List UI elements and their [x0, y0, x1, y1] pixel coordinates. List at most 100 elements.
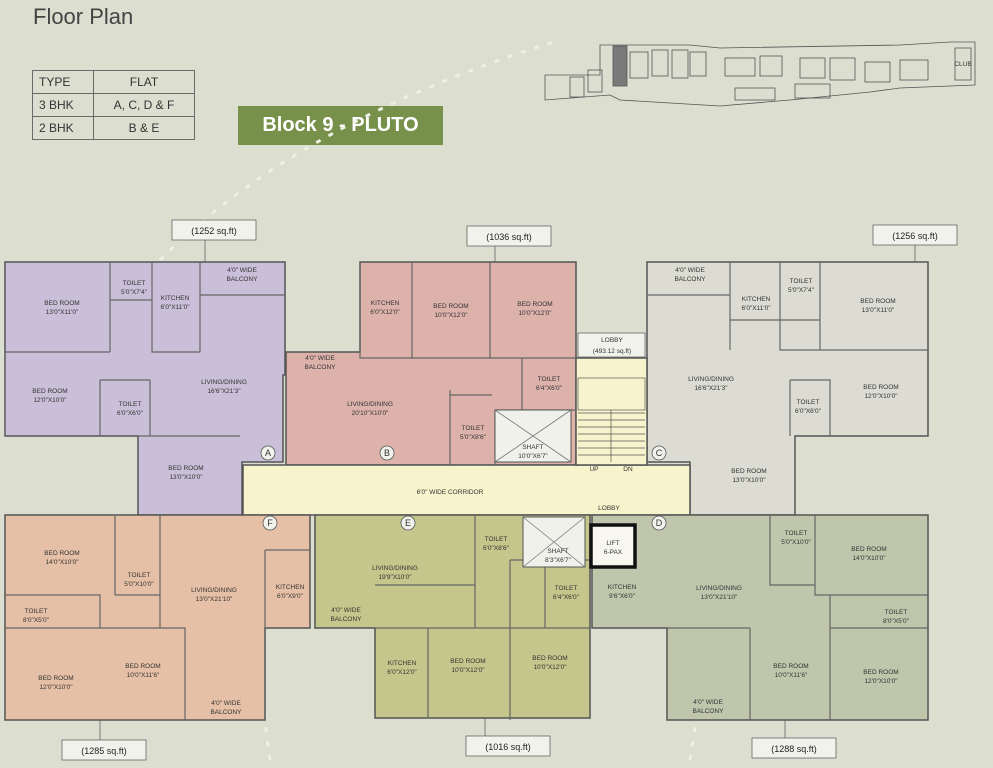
room-labels: BED ROOM 13'0"X11'0" TOILET 5'0"X7'4" KI…	[23, 267, 910, 716]
room-name: BED ROOM	[125, 663, 160, 670]
room-size: 13'0"X10'0"	[169, 474, 203, 481]
room-name: KITCHEN	[742, 296, 771, 303]
room-name: TOILET	[538, 376, 561, 383]
room-size: 10'0"X11'6"	[775, 672, 808, 679]
room-size: 5'0"X7'4"	[788, 287, 815, 294]
stair-up-label: UP	[589, 466, 598, 473]
flat-outlines	[4, 261, 929, 721]
room-size: 13'0"X21'10"	[701, 594, 738, 601]
area-callouts: (1252 sq.ft) (1036 sq.ft) (1256 sq.ft) (…	[61, 219, 958, 761]
table-header: TYPE	[32, 70, 94, 94]
room-name: SHAFT	[522, 444, 543, 451]
room-size: BALCONY	[330, 616, 362, 623]
room-name: KITCHEN	[388, 660, 417, 667]
room-size: 5'0"X10'0"	[781, 539, 811, 546]
room-size: 12'0"X10'0"	[864, 393, 898, 400]
room-name: TOILET	[555, 585, 578, 592]
room-name: TOILET	[485, 536, 508, 543]
room-name: 4'0" WIDE	[227, 267, 257, 274]
room-name: BED ROOM	[517, 301, 552, 308]
room-name: TOILET	[797, 399, 820, 406]
room-size: 14'0"X10'0"	[852, 555, 886, 562]
area-label-flat-a: (1252 sq.ft)	[191, 226, 237, 236]
site-map-club-label: CLUB	[954, 61, 971, 68]
flat-tag-f: F	[267, 518, 273, 528]
room-name: KITCHEN	[276, 584, 305, 591]
table-row: 2 BHK B & E	[32, 116, 195, 140]
flat-e	[314, 514, 591, 719]
room-name: BED ROOM	[773, 663, 808, 670]
table-cell: B & E	[93, 116, 195, 140]
room-name: LIVING/DINING	[347, 401, 393, 408]
room-name: BED ROOM	[731, 468, 766, 475]
room-name: TOILET	[119, 401, 142, 408]
room-size: 6'0"X6'0"	[795, 408, 822, 415]
room-size: 12'0"X10'0"	[33, 397, 67, 404]
room-name: BED ROOM	[450, 658, 485, 665]
room-name: BED ROOM	[433, 303, 468, 310]
room-name: KITCHEN	[608, 584, 637, 591]
room-size: 10'0"X12'0"	[434, 312, 468, 319]
flat-tag-b: B	[384, 448, 390, 458]
lobby-label-2: LOBBY	[598, 505, 620, 512]
room-size: 16'6"X21'3"	[207, 388, 241, 395]
room-name: TOILET	[462, 425, 485, 432]
table-header-row: TYPE FLAT	[32, 70, 195, 94]
flat-tag-e: E	[405, 518, 411, 528]
room-size: 8'0"X5'0"	[23, 617, 50, 624]
room-size: 6'0"X12'0"	[370, 309, 400, 316]
lobby-callout: LOBBY (493.12 sq.ft)	[577, 332, 646, 358]
room-name: BED ROOM	[860, 298, 895, 305]
lobby-area: (493.12 sq.ft)	[593, 348, 631, 355]
stairs	[577, 377, 646, 462]
room-name: 4'0" WIDE	[331, 607, 361, 614]
area-label-flat-d: (1288 sq.ft)	[771, 744, 817, 754]
stair-down-label: DN	[623, 466, 633, 473]
room-size: 13'0"X11'0"	[862, 307, 895, 314]
flat-d	[591, 514, 929, 721]
room-size: BALCONY	[692, 708, 724, 715]
room-size: 6'0"X8'6"	[483, 545, 510, 552]
lift	[589, 523, 637, 569]
room-size: 8'0"X5'0"	[883, 618, 910, 625]
room-size: BALCONY	[304, 364, 336, 371]
flat-tag-d: D	[656, 518, 663, 528]
room-size: 10'0"X11'6"	[127, 672, 160, 679]
room-name: LIVING/DINING	[372, 565, 418, 572]
area-label-flat-b: (1036 sq.ft)	[486, 232, 532, 242]
room-name: TOILET	[785, 530, 808, 537]
room-name: LIVING/DINING	[696, 585, 742, 592]
room-name: 4'0" WIDE	[211, 700, 241, 707]
lift-capacity-label: 6-PAX	[604, 549, 623, 556]
flat-tag-c: C	[656, 448, 663, 458]
room-size: 10'0"X6'7"	[518, 453, 548, 460]
room-size: 10'0"X12'0"	[451, 667, 485, 674]
room-name: SHAFT	[547, 548, 568, 555]
flat-tags	[260, 445, 667, 531]
area-label-flat-c: (1256 sq.ft)	[892, 231, 938, 241]
room-size: 16'6"X21'3"	[694, 385, 728, 392]
room-size: BALCONY	[210, 709, 242, 716]
room-size: 13'0"X21'10"	[196, 596, 233, 603]
flat-a	[4, 261, 286, 516]
room-size: 9'6"X6'0"	[609, 593, 636, 600]
room-name: KITCHEN	[161, 295, 190, 302]
room-name: BED ROOM	[532, 655, 567, 662]
room-size: 13'0"X10'0"	[732, 477, 766, 484]
room-name: 4'0" WIDE	[675, 267, 705, 274]
room-name: BED ROOM	[863, 669, 898, 676]
room-size: 6'0"X11'0"	[160, 304, 190, 311]
table-cell: 3 BHK	[32, 93, 94, 117]
flat-type-table: TYPE FLAT 3 BHK A, C, D & F 2 BHK B & E	[32, 70, 195, 140]
room-name: BED ROOM	[863, 384, 898, 391]
room-name: BED ROOM	[44, 550, 79, 557]
room-size: 6'0"X6'0"	[117, 410, 144, 417]
room-name: BED ROOM	[32, 388, 67, 395]
room-size: 12'0"X10'0"	[39, 684, 73, 691]
table-cell: 2 BHK	[32, 116, 94, 140]
internal-walls	[4, 262, 928, 720]
room-name: TOILET	[885, 609, 908, 616]
room-name: BED ROOM	[38, 675, 73, 682]
room-size: 6'4"X6'0"	[553, 594, 580, 601]
